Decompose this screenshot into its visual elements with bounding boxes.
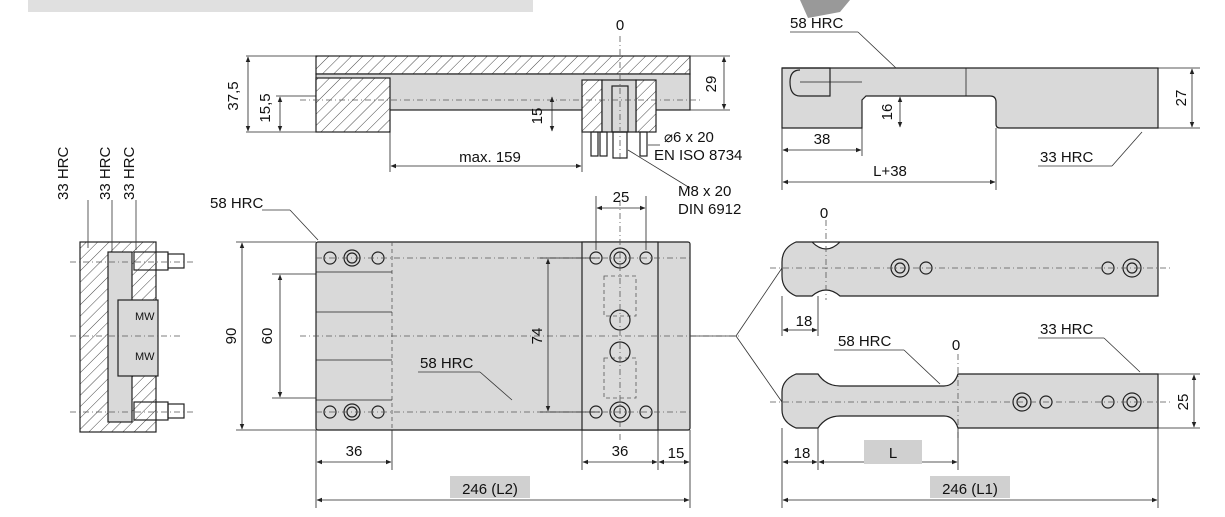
jaw-hrc58-label: 58 HRC [838,333,892,350]
header-bar [28,0,533,12]
dim-15-5: 15,5 [257,93,274,122]
dim-L: L [889,445,897,462]
pin-3 [639,131,648,157]
plan-hrc58-mid: 58 HRC [420,355,474,372]
dim-15-right: 15 [668,445,685,462]
jaw-top-view [770,220,1170,336]
dim-18-top: 18 [796,313,813,330]
pin-std: EN ISO 8734 [654,147,742,164]
pin-1 [590,131,599,157]
end-view: MW MW [70,200,194,433]
end-view-pin-bottom [167,403,185,419]
dim-L-plus-38: L+38 [873,163,907,180]
side-hrc33-label: 33 HRC [1040,149,1094,166]
side-hrc58-label: 58 HRC [790,15,844,32]
spring-bottom: MW [135,351,155,363]
side-part-outline [781,67,1159,129]
dim-total-L2: 246 (L2) [462,481,518,498]
pin-spec: ⌀6 x 20 [664,129,714,146]
total-L2-box [450,476,530,498]
left-block-hatched [315,77,391,133]
dim-18-bottom: 18 [794,445,811,462]
clamp-block-right [635,79,657,133]
dim-36-right: 36 [612,443,629,460]
end-hrc33-c: 33 HRC [121,146,138,200]
zero-top: 0 [616,17,624,34]
zero-jaw-top: 0 [820,205,828,222]
end-view-pin-top [167,253,185,269]
plan-view [236,196,783,508]
dim-37-5: 37,5 [225,81,242,110]
dim-27: 27 [1173,90,1190,107]
side-view-top [781,31,1200,190]
screw-std: DIN 6912 [678,201,741,218]
dim-max159: max. 159 [459,149,521,166]
dim-25: 25 [613,189,630,206]
dim-38: 38 [814,131,831,148]
total-L1-box [930,476,1010,498]
thumbnail-fragment [800,0,850,18]
clamp-center [601,79,637,133]
clamp-block-left [581,79,603,133]
pin-2 [599,131,608,157]
dim-total-L1: 246 (L1) [942,481,998,498]
dim-25-right: 25 [1175,394,1192,411]
end-hrc33-a: 33 HRC [55,146,72,200]
L-box [864,440,922,464]
end-view-insert [117,299,159,377]
jaw-top-outline [781,241,1159,297]
top-bar-hatched [315,55,691,75]
end-hrc33-b: 33 HRC [97,146,114,200]
zero-jaw-bottom: 0 [952,337,960,354]
section-view [245,36,730,189]
dim-36-left: 36 [346,443,363,460]
spring-top: MW [135,311,155,323]
jaw-hrc33-label: 33 HRC [1040,321,1094,338]
dim-15: 15 [529,108,546,125]
dim-74: 74 [529,328,546,345]
jaw-bottom-view [770,337,1200,508]
dim-90: 90 [223,328,240,345]
side-nose [782,67,831,97]
dim-16: 16 [879,104,896,121]
jaw-bottom-outline [781,373,1159,429]
plan-hrc58-top: 58 HRC [210,195,264,212]
screw-spec: M8 x 20 [678,183,731,200]
dim-60: 60 [259,328,276,345]
dim-29: 29 [703,76,720,93]
